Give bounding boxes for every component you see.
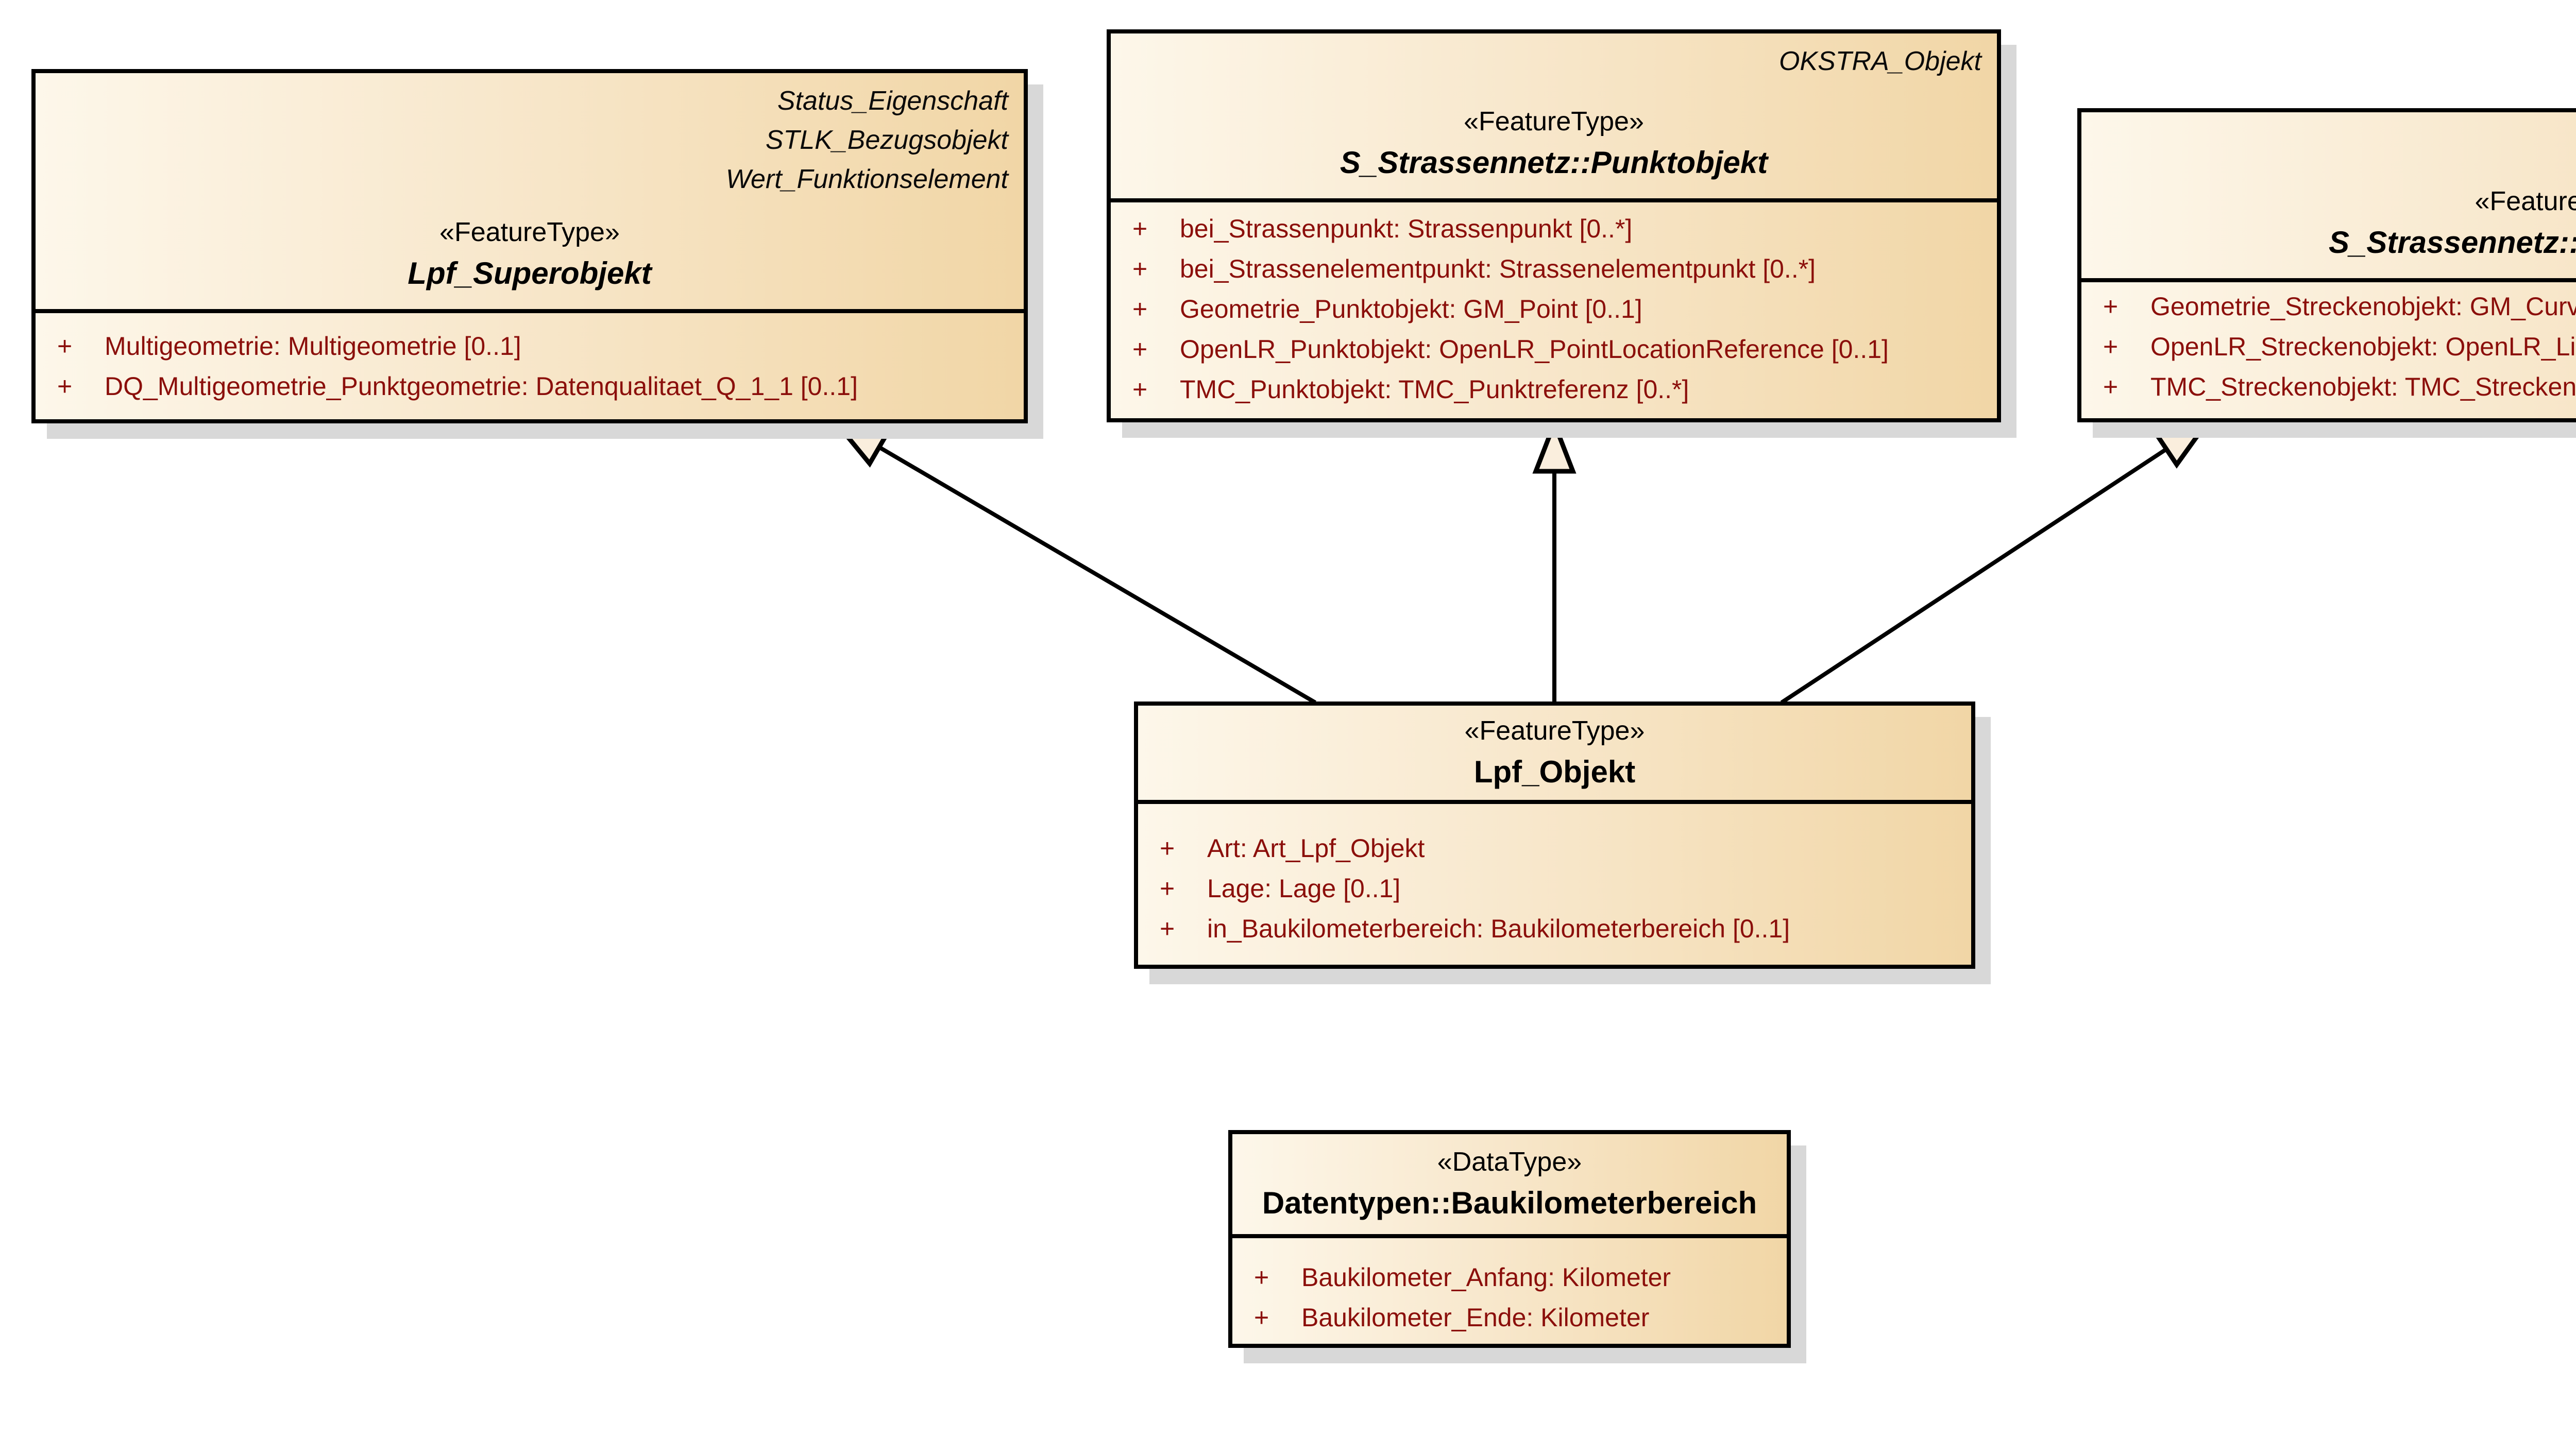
attribute-text: TMC_Punktobjekt: TMC_Punktreferenz [0..*… <box>1180 375 1689 404</box>
attribute-row: + Baukilometer_Anfang: Kilometer <box>1248 1257 1771 1297</box>
visibility-marker: + <box>1132 375 1148 404</box>
class-stereotype: «FeatureType» <box>1464 715 1645 746</box>
attribute-text: Lage: Lage [0..1] <box>1207 874 1401 903</box>
attributes-compartment: + Art: Art_Lpf_Objekt + Lage: Lage [0..1… <box>1138 804 1971 965</box>
attributes-compartment: + Multigeometrie: Multigeometrie [0..1] … <box>36 313 1024 419</box>
class-stereotype: «FeatureType» <box>439 217 620 247</box>
attribute-row: + Baukilometer_Ende: Kilometer <box>1248 1297 1771 1338</box>
class-header: OKSTRA_Objekt «FeatureType» S_Strassenne… <box>1111 33 1997 202</box>
attribute-row: + bei_Strassenpunkt: Strassenpunkt [0..*… <box>1126 209 1981 249</box>
visibility-marker: + <box>57 372 73 401</box>
attribute-text: Baukilometer_Anfang: Kilometer <box>1301 1263 1671 1292</box>
class-header: Status_Eigenschaft STLK_Bezugsobjekt Wer… <box>36 73 1024 313</box>
visibility-marker: + <box>1132 335 1148 364</box>
visibility-marker: + <box>1160 834 1175 863</box>
attributes-compartment: + bei_Strassenpunkt: Strassenpunkt [0..*… <box>1111 202 1997 418</box>
attribute-text: Baukilometer_Ende: Kilometer <box>1301 1303 1650 1332</box>
visibility-marker: + <box>1254 1303 1269 1332</box>
attribute-row: + Geometrie_Punktobjekt: GM_Point [0..1] <box>1126 289 1981 329</box>
class-box-baukilometerbereich[interactable]: «DataType» Datentypen::Baukilometerberei… <box>1228 1130 1791 1348</box>
attribute-text: Geometrie_Streckenobjekt: GM_Curve [0..1… <box>2150 292 2576 321</box>
attribute-text: bei_Strassenelementpunkt: Strassenelemen… <box>1180 254 1816 283</box>
title-block: «FeatureType» Lpf_Superobjekt <box>51 213 1008 296</box>
generalization-arrow-lpf-objekt-to-punktobjekt[interactable] <box>1532 417 1577 703</box>
corner-labels: OKSTRA_Objekt <box>2097 121 2576 160</box>
visibility-marker: + <box>57 332 73 361</box>
attribute-row: + DQ_Multigeometrie_Punktgeometrie: Date… <box>51 366 1008 406</box>
attribute-row: + OpenLR_Punktobjekt: OpenLR_PointLocati… <box>1126 329 1981 369</box>
class-name: Datentypen::Baukilometerbereich <box>1262 1186 1757 1220</box>
class-header: «DataType» Datentypen::Baukilometerberei… <box>1232 1134 1787 1238</box>
attribute-text: DQ_Multigeometrie_Punktgeometrie: Datenq… <box>105 372 858 401</box>
attributes-compartment: + Baukilometer_Anfang: Kilometer + Bauki… <box>1232 1238 1787 1344</box>
attributes-compartment: + Geometrie_Streckenobjekt: GM_Curve [0.… <box>2081 282 2576 418</box>
visibility-marker: + <box>1160 874 1175 903</box>
title-block: «FeatureType» S_Strassennetz::Streckenob… <box>2097 182 2576 265</box>
visibility-marker: + <box>2103 332 2119 361</box>
class-name: Lpf_Objekt <box>1473 754 1636 789</box>
attribute-row: + in_Baukilometerbereich: Baukilometerbe… <box>1154 909 1956 949</box>
class-box-punktobjekt[interactable]: OKSTRA_Objekt «FeatureType» S_Strassenne… <box>1107 29 2001 422</box>
attribute-row: + Geometrie_Streckenobjekt: GM_Curve [0.… <box>2097 286 2576 327</box>
attribute-text: TMC_Streckenobjekt: TMC_Streckenreferenz… <box>2150 372 2576 401</box>
class-stereotype: «FeatureType» <box>1464 107 1644 136</box>
attribute-row: + TMC_Streckenobjekt: TMC_Streckenrefere… <box>2097 367 2576 407</box>
class-stereotype: «FeatureType» <box>2475 186 2576 216</box>
class-stereotype: «DataType» <box>1437 1147 1582 1177</box>
generalization-arrow-lpf-objekt-to-lpf-superobjekt[interactable] <box>831 420 1317 705</box>
class-box-streckenobjekt[interactable]: OKSTRA_Objekt «FeatureType» S_Strassenne… <box>2077 108 2576 422</box>
attribute-text: OpenLR_Punktobjekt: OpenLR_PointLocation… <box>1180 335 1889 364</box>
attribute-text: bei_Strassenpunkt: Strassenpunkt [0..*] <box>1180 214 1633 243</box>
attribute-row: + OpenLR_Streckenobjekt: OpenLR_LineLoca… <box>2097 327 2576 367</box>
class-box-lpf-objekt[interactable]: «FeatureType» Lpf_Objekt + Art: Art_Lpf_… <box>1134 702 1975 969</box>
corner-labels: OKSTRA_Objekt <box>1126 42 1981 81</box>
attribute-row: + TMC_Punktobjekt: TMC_Punktreferenz [0.… <box>1126 369 1981 409</box>
attribute-row: + bei_Strassenelementpunkt: Strassenelem… <box>1126 249 1981 289</box>
attribute-text: OpenLR_Streckenobjekt: OpenLR_LineLocati… <box>2150 332 2576 361</box>
corner-label: OKSTRA_Objekt <box>1778 46 1981 76</box>
title-block: «FeatureType» Lpf_Objekt <box>1154 712 1956 794</box>
attribute-row: + Lage: Lage [0..1] <box>1154 868 1956 909</box>
visibility-marker: + <box>1132 214 1148 243</box>
corner-label: Wert_Funktionselement <box>725 164 1008 194</box>
attribute-text: Geometrie_Punktobjekt: GM_Point [0..1] <box>1180 295 1642 323</box>
class-header: OKSTRA_Objekt «FeatureType» S_Strassenne… <box>2081 112 2576 282</box>
corner-labels: Status_Eigenschaft STLK_Bezugsobjekt Wer… <box>51 81 1008 199</box>
visibility-marker: + <box>2103 292 2119 321</box>
visibility-marker: + <box>1254 1263 1269 1292</box>
attribute-row: + Multigeometrie: Multigeometrie [0..1] <box>51 326 1008 366</box>
visibility-marker: + <box>2103 372 2119 401</box>
class-box-lpf-superobjekt[interactable]: Status_Eigenschaft STLK_Bezugsobjekt Wer… <box>31 69 1028 423</box>
visibility-marker: + <box>1132 254 1148 283</box>
class-name: S_Strassennetz::Punktobjekt <box>1340 145 1768 180</box>
class-header: «FeatureType» Lpf_Objekt <box>1138 706 1971 804</box>
attribute-text: Art: Art_Lpf_Objekt <box>1207 834 1425 863</box>
title-block: «DataType» Datentypen::Baukilometerberei… <box>1248 1143 1771 1225</box>
corner-label: STLK_Bezugsobjekt <box>765 125 1008 155</box>
generalization-arrow-lpf-objekt-to-streckenobjekt[interactable] <box>1780 419 2213 705</box>
visibility-marker: + <box>1160 914 1175 943</box>
corner-label: Status_Eigenschaft <box>777 86 1008 116</box>
attribute-text: Multigeometrie: Multigeometrie [0..1] <box>105 332 521 361</box>
visibility-marker: + <box>1132 295 1148 323</box>
class-name: Lpf_Superobjekt <box>408 256 652 290</box>
class-name: S_Strassennetz::Streckenobjekt <box>2329 225 2576 260</box>
title-block: «FeatureType» S_Strassennetz::Punktobjek… <box>1126 102 1981 185</box>
corner-label: OKSTRA_Objekt <box>2097 121 2576 160</box>
attribute-row: + Art: Art_Lpf_Objekt <box>1154 828 1956 868</box>
attribute-text: in_Baukilometerbereich: Baukilometerbere… <box>1207 914 1790 943</box>
